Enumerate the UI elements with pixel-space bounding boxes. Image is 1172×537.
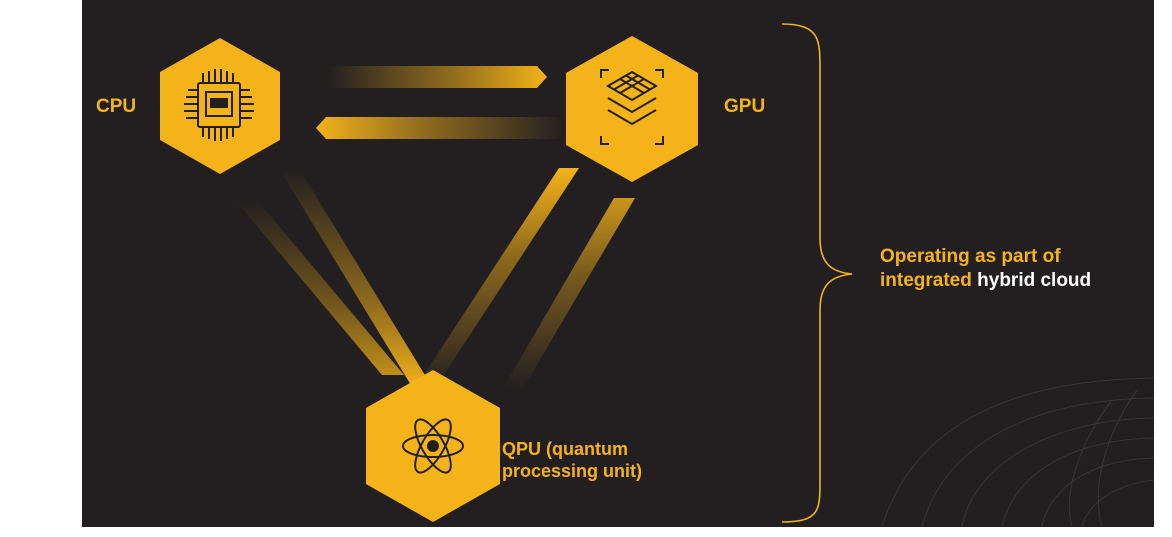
connector-gpu-to-cpu <box>316 117 564 139</box>
gpu-hexagon <box>566 36 698 182</box>
connector-cpu-to-gpu <box>327 66 547 88</box>
qpu-label: QPU (quantum processing unit) <box>502 438 702 482</box>
globe-decoration <box>881 377 1154 527</box>
qpu-label-line1: QPU (quantum <box>502 439 628 459</box>
cloud-caption-line2: integrated hybrid cloud <box>880 269 1154 293</box>
gpu-node <box>566 36 698 182</box>
qpu-node <box>366 370 500 522</box>
cloud-caption-line1: Operating as part of <box>880 246 1061 267</box>
layers-icon <box>600 69 664 145</box>
cpu-node <box>160 38 280 174</box>
connector-cpu-to-qpu <box>280 170 434 390</box>
connector-qpu-to-cpu <box>235 200 404 375</box>
diagram-canvas: CPU GPU QPU (quantum processing unit) Op… <box>82 0 1154 527</box>
cpu-chip-icon <box>184 69 254 141</box>
atom-icon <box>402 418 464 474</box>
grouping-brace <box>781 23 853 523</box>
cpu-label: CPU <box>96 96 137 117</box>
connector-qpu-to-gpu <box>414 168 579 390</box>
connector-gpu-to-qpu <box>502 198 635 390</box>
hybrid-cloud-caption: Operating as part of integrated hybrid c… <box>880 245 1154 293</box>
qpu-label-line2: processing unit) <box>502 461 643 481</box>
cloud-caption-highlight: hybrid cloud <box>977 270 1092 291</box>
cloud-caption-prefix: integrated <box>880 270 972 291</box>
gpu-label: GPU <box>724 96 766 117</box>
diagram-svg <box>160 23 1154 527</box>
